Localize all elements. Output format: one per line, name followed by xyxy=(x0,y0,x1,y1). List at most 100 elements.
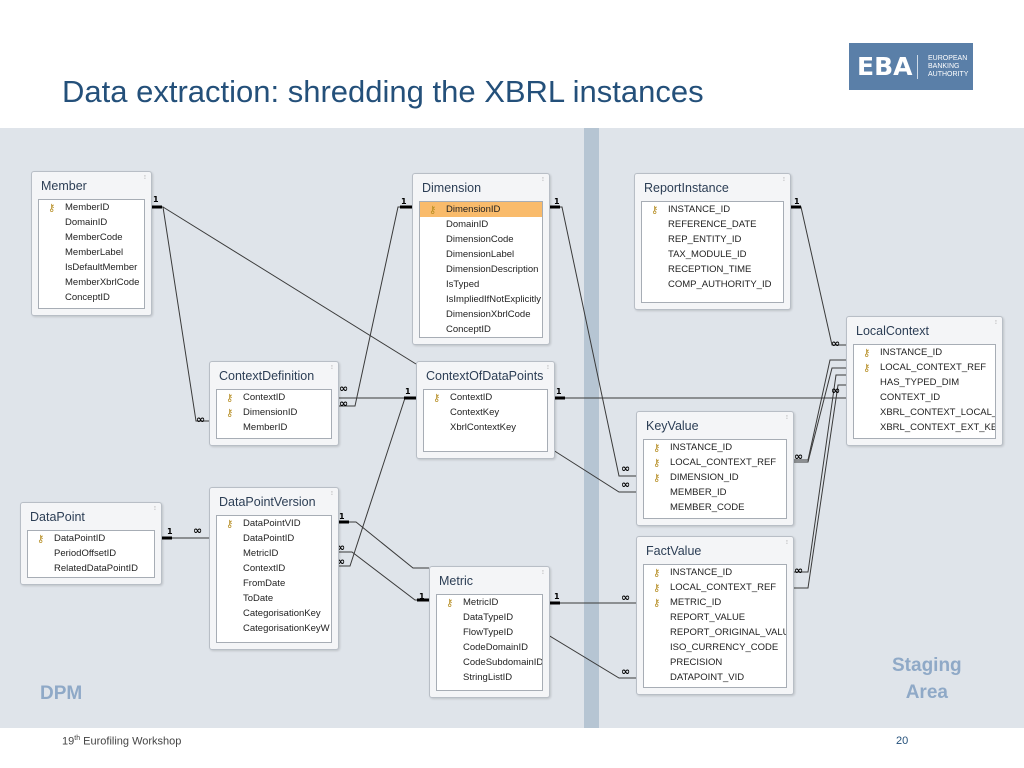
field-row[interactable]: REPORT_ORIGINAL_VALUE xyxy=(644,625,786,640)
table-name: DataPointVersion xyxy=(219,495,316,509)
field-row[interactable]: ⚷DataPointVID xyxy=(217,516,331,531)
field-row[interactable]: XbrlContextKey xyxy=(424,420,547,435)
field-row[interactable]: MemberLabel xyxy=(39,245,144,260)
rel-localcontext-keyvalue xyxy=(792,359,846,461)
field-row[interactable]: FromDate xyxy=(217,576,331,591)
field-name: DimensionLabel xyxy=(446,249,515,260)
table-local-context[interactable]: LocalContext⁝⚷INSTANCE_ID⚷LOCAL_CONTEXT_… xyxy=(846,316,1003,446)
primary-key-icon: ⚷ xyxy=(429,205,437,216)
field-name: INSTANCE_ID xyxy=(670,567,733,578)
field-row[interactable]: ⚷METRIC_ID xyxy=(644,595,786,610)
field-row[interactable]: MemberID xyxy=(217,420,331,435)
primary-key-icon: ⚷ xyxy=(863,348,871,359)
field-row[interactable]: DataPointID xyxy=(217,531,331,546)
field-row[interactable]: ⚷DimensionID xyxy=(420,202,542,217)
field-name: TAX_MODULE_ID xyxy=(668,249,747,260)
card-many: ∞ xyxy=(831,384,841,397)
rel-member-contextdef xyxy=(150,206,209,422)
field-row[interactable]: XBRL_CONTEXT_LOCAL_KEY xyxy=(854,405,995,420)
field-row[interactable]: ContextID xyxy=(217,561,331,576)
field-row[interactable]: MetricID xyxy=(217,546,331,561)
field-name: CodeDomainID xyxy=(463,642,528,653)
rel-dimension-contextdef xyxy=(337,206,412,407)
field-row[interactable]: ToDate xyxy=(217,591,331,606)
staging-label-line: Staging xyxy=(892,655,962,676)
field-row[interactable]: XBRL_CONTEXT_EXT_KEY xyxy=(854,420,995,435)
field-row[interactable]: MemberXbrlCode xyxy=(39,275,144,290)
field-row[interactable]: MEMBER_CODE xyxy=(644,500,786,515)
card-many: ∞ xyxy=(794,450,804,463)
field-name: REPORT_ORIGINAL_VALUE xyxy=(670,627,786,638)
field-row[interactable]: ⚷LOCAL_CONTEXT_REF xyxy=(854,360,995,375)
field-row[interactable]: CategorisationKeyW xyxy=(217,621,331,636)
field-row[interactable]: ⚷LOCAL_CONTEXT_REF xyxy=(644,580,786,595)
field-row[interactable]: ⚷MetricID xyxy=(437,595,542,610)
field-row[interactable]: ContextKey xyxy=(424,405,547,420)
table-key-value[interactable]: KeyValue⁝⚷INSTANCE_ID⚷LOCAL_CONTEXT_REF⚷… xyxy=(636,411,794,526)
field-row[interactable]: REPORT_VALUE xyxy=(644,610,786,625)
field-row[interactable]: DimensionCode xyxy=(420,232,542,247)
field-row[interactable]: RECEPTION_TIME xyxy=(642,262,783,277)
field-row[interactable]: CodeSubdomainID xyxy=(437,655,542,670)
field-row[interactable]: DomainID xyxy=(420,217,542,232)
field-row[interactable]: MEMBER_ID xyxy=(644,485,786,500)
field-row[interactable]: CategorisationKey xyxy=(217,606,331,621)
field-name: ContextID xyxy=(243,392,286,403)
field-row[interactable]: IsDefaultMember xyxy=(39,260,144,275)
field-row[interactable]: IsImpliedIfNotExplicitly xyxy=(420,292,542,307)
field-row[interactable]: ConceptID xyxy=(39,290,144,305)
field-row[interactable]: RelatedDataPointID xyxy=(28,561,154,576)
primary-key-icon: ⚷ xyxy=(653,443,661,454)
field-row[interactable]: COMP_AUTHORITY_ID xyxy=(642,277,783,292)
field-name: LOCAL_CONTEXT_REF xyxy=(880,362,987,373)
field-row[interactable]: DimensionLabel xyxy=(420,247,542,262)
field-row[interactable]: PeriodOffsetID xyxy=(28,546,154,561)
field-row[interactable]: StringListID xyxy=(437,670,542,685)
field-row[interactable]: ⚷ContextID xyxy=(424,390,547,405)
table-context-definition[interactable]: ContextDefinition⁝⚷ContextID⚷DimensionID… xyxy=(209,361,339,446)
field-row[interactable]: REP_ENTITY_ID xyxy=(642,232,783,247)
field-row[interactable]: ⚷DIMENSION_ID xyxy=(644,470,786,485)
field-row[interactable]: DimensionDescription xyxy=(420,262,542,277)
field-row[interactable]: HAS_TYPED_DIM xyxy=(854,375,995,390)
field-row[interactable]: CONTEXT_ID xyxy=(854,390,995,405)
eba-logo: EBA EUROPEAN BANKING AUTHORITY xyxy=(849,43,973,90)
field-row[interactable]: ⚷INSTANCE_ID xyxy=(644,440,786,455)
field-row[interactable]: DataTypeID xyxy=(437,610,542,625)
field-row[interactable]: DomainID xyxy=(39,215,144,230)
field-row[interactable]: ⚷INSTANCE_ID xyxy=(854,345,995,360)
field-row[interactable]: ConceptID xyxy=(420,322,542,337)
field-row[interactable]: ⚷INSTANCE_ID xyxy=(642,202,783,217)
field-row[interactable]: PRECISION xyxy=(644,655,786,670)
field-row[interactable]: ⚷DimensionID xyxy=(217,405,331,420)
field-row[interactable]: ⚷DataPointID xyxy=(28,531,154,546)
footer-sup: th xyxy=(74,735,81,742)
card-many: ∞ xyxy=(831,337,841,350)
field-row[interactable]: ⚷LOCAL_CONTEXT_REF xyxy=(644,455,786,470)
field-row[interactable]: ⚷ContextID xyxy=(217,390,331,405)
card-one: 1 xyxy=(419,592,425,601)
field-row[interactable]: MemberCode xyxy=(39,230,144,245)
field-row[interactable]: REFERENCE_DATE xyxy=(642,217,783,232)
field-row[interactable]: CodeDomainID xyxy=(437,640,542,655)
window-corner-icon: ⁝ xyxy=(331,365,333,371)
field-row[interactable]: FlowTypeID xyxy=(437,625,542,640)
field-row[interactable]: IsTyped xyxy=(420,277,542,292)
field-name: DimensionID xyxy=(243,407,298,418)
field-row[interactable]: ⚷INSTANCE_ID xyxy=(644,565,786,580)
table-fact-value[interactable]: FactValue⁝⚷INSTANCE_ID⚷LOCAL_CONTEXT_REF… xyxy=(636,536,794,695)
field-row[interactable]: ⚷MemberID xyxy=(39,200,144,215)
field-row[interactable]: DATAPOINT_VID xyxy=(644,670,786,685)
field-row[interactable]: ISO_CURRENCY_CODE xyxy=(644,640,786,655)
field-row[interactable]: DimensionXbrlCode xyxy=(420,307,542,322)
field-row[interactable]: TAX_MODULE_ID xyxy=(642,247,783,262)
